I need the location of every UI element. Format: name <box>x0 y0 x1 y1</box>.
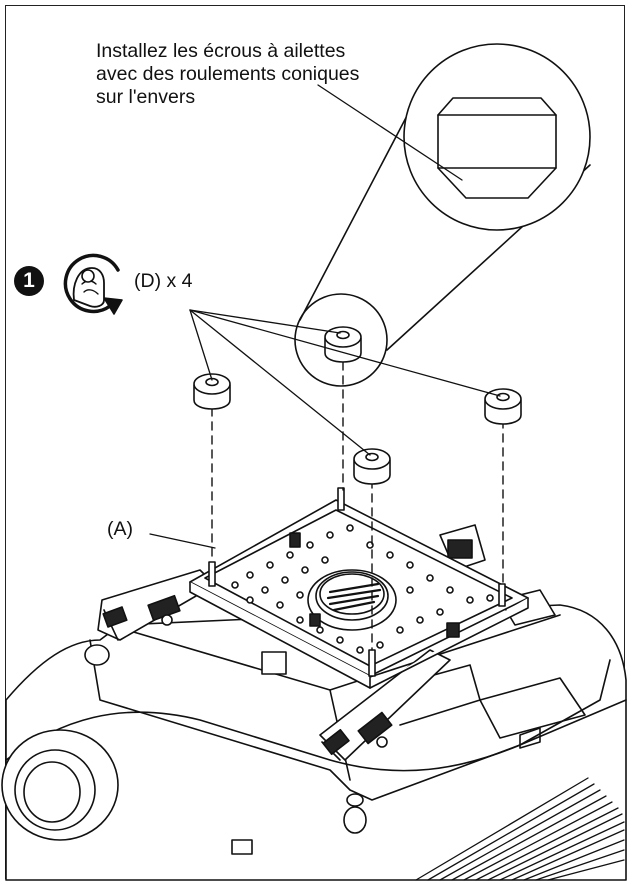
wing-nut-2 <box>324 326 362 363</box>
assembly-guides <box>211 361 504 651</box>
quantity-label: (D) x 4 <box>134 270 193 292</box>
wing-nuts <box>193 326 522 485</box>
projector-body <box>1 604 627 881</box>
instruction-text: Installez les écrous à ailettes avec des… <box>96 40 426 109</box>
plate-holes <box>231 524 494 654</box>
tapered-bearing-section <box>437 97 557 199</box>
plate-label: (A) <box>107 518 133 540</box>
instruction-line-3: sur l'envers <box>96 86 196 108</box>
detail-magnifier <box>294 43 591 387</box>
instruction-line-1: Installez les écrous à ailettes <box>96 40 346 62</box>
instruction-line-2: avec des roulements coniques <box>96 63 360 85</box>
mounting-plate <box>189 487 529 689</box>
vent-grille <box>415 777 625 881</box>
wing-nut-3 <box>484 388 522 425</box>
step-number-badge: 1 <box>14 266 44 296</box>
hand-tighten-rotate-icon <box>63 253 123 315</box>
projector-feet <box>84 644 367 834</box>
wing-nut-4 <box>353 448 391 485</box>
plate-studs <box>261 532 460 675</box>
plate-leader <box>149 533 216 549</box>
indicator-light <box>231 839 253 855</box>
quantity-leaders <box>189 309 501 456</box>
wing-nut-1 <box>193 373 231 410</box>
projector-lens <box>1 729 119 841</box>
